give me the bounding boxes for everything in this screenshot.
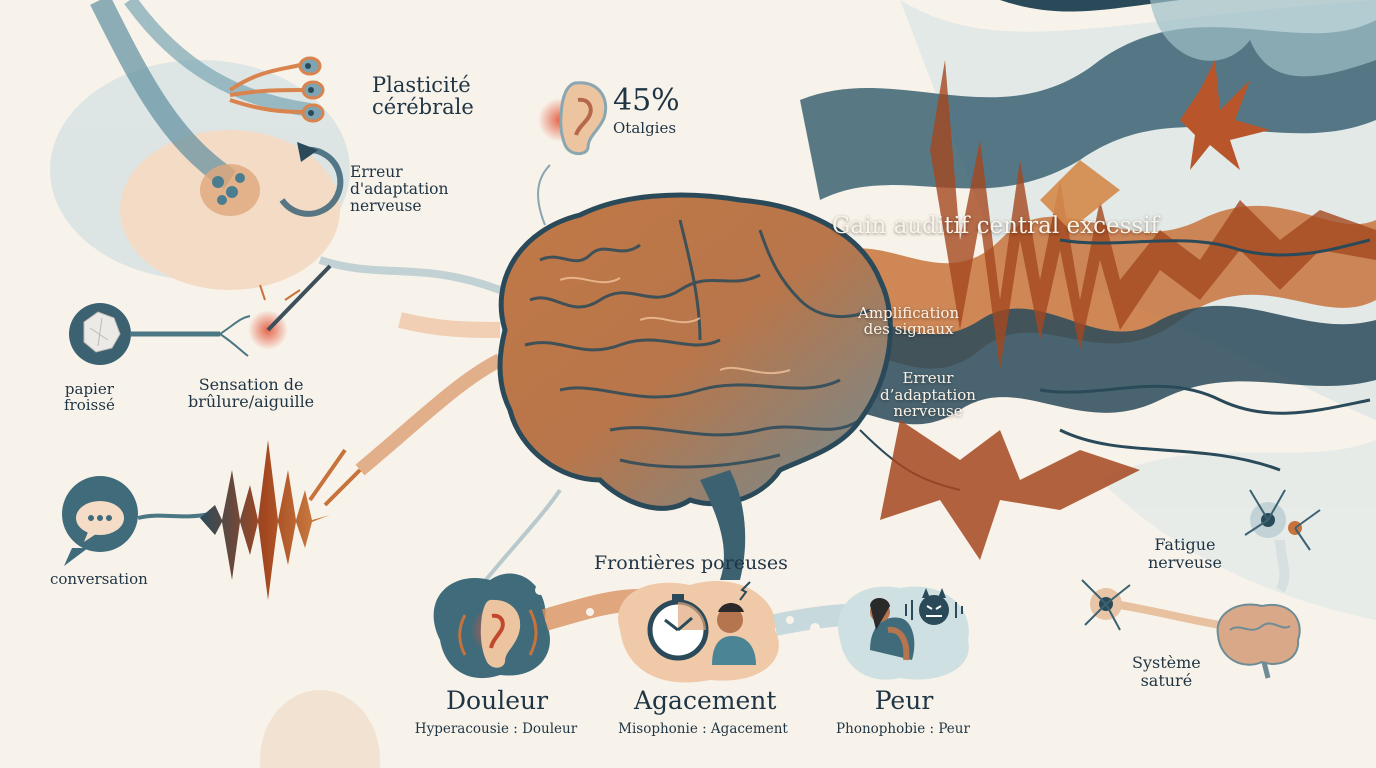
plasticity-title-line1: Plasticité xyxy=(372,73,471,97)
porous-borders-title: Frontières poreuses xyxy=(594,552,788,574)
small-brain-icon xyxy=(1216,603,1301,679)
central-gain-title: Gain auditif central excessif xyxy=(832,213,1160,239)
connector-lines xyxy=(318,256,961,602)
annoyance-title: Agacement xyxy=(634,686,777,715)
adaptation-error-line3: nerveuse xyxy=(893,402,963,420)
burning-sensation-line2: brûlure/aiguille xyxy=(188,391,315,411)
burning-sensation-label: Sensation de brûlure/aiguille xyxy=(188,375,315,411)
neuron-icon xyxy=(1081,579,1221,631)
sound-wave-icon xyxy=(200,440,362,600)
circular-arrow-icon xyxy=(279,142,344,217)
turbulent-signal-waves xyxy=(800,0,1376,560)
stopwatch-icon xyxy=(647,594,709,661)
nerve-fatigue-label: Fatigue nerveuse xyxy=(1148,536,1222,571)
fear-subtitle: Phonophobie : Peur xyxy=(836,721,970,737)
amplification-line2: des signaux xyxy=(863,319,954,338)
hair-cells-icon xyxy=(228,56,325,123)
crumpled-paper-icon xyxy=(69,303,220,365)
nerve-fatigue-line2: nerveuse xyxy=(1148,552,1222,572)
crumpled-paper-line1: papier xyxy=(64,380,114,398)
burning-sensation-line1: Sensation de xyxy=(198,375,304,394)
annoyance-subtitle: Misophonie : Agacement xyxy=(618,721,788,737)
nerve-fatigue-line1: Fatigue xyxy=(1154,535,1216,554)
pain-title: Douleur xyxy=(446,686,549,715)
saturated-system-label: Système saturé xyxy=(1132,654,1201,689)
adaptation-error-line2: d’adaptation xyxy=(880,385,976,404)
conversation-label: conversation xyxy=(50,570,148,588)
needle-icon xyxy=(219,264,332,357)
adaptation-error-label: Erreur d’adaptation nerveuse xyxy=(880,370,976,420)
fearful-person-icon xyxy=(870,597,915,661)
adaptation-error-line1: Erreur xyxy=(902,369,954,387)
amplification-line1: Amplification xyxy=(858,304,960,322)
auditory-nerve-fibers-icon xyxy=(90,0,311,216)
amplification-label: Amplification des signaux xyxy=(858,304,960,338)
cycle-error-line2: d'adaptation xyxy=(350,180,449,199)
crumpled-paper-line2: froissé xyxy=(64,395,115,414)
fear-title: Peur xyxy=(874,686,934,715)
plasticity-title: Plasticité cérébrale xyxy=(372,74,474,118)
plasticity-title-line2: cérébrale xyxy=(372,95,474,120)
cycle-error-line1: Erreur xyxy=(350,163,403,181)
cycle-error-line3: nerveuse xyxy=(350,197,422,216)
neuron-icon xyxy=(1244,489,1321,593)
otalgia-percentage: 45% xyxy=(613,83,680,118)
ear-icon xyxy=(458,599,538,668)
speech-bubble-icon xyxy=(62,476,211,566)
crumpled-paper-label: papier froissé xyxy=(64,380,115,414)
brain-icon xyxy=(497,192,893,580)
pain-subtitle: Hyperacousie : Douleur xyxy=(414,721,578,737)
ear-pain-icon xyxy=(537,81,608,226)
cycle-error-label: Erreur d'adaptation nerveuse xyxy=(350,163,449,216)
frustrated-person-icon xyxy=(712,581,756,665)
scary-sound-icon xyxy=(905,588,963,625)
saturated-system-line2: saturé xyxy=(1140,670,1193,690)
otalgia-label: Otalgies xyxy=(613,119,677,137)
saturated-system-line1: Système xyxy=(1132,653,1201,672)
